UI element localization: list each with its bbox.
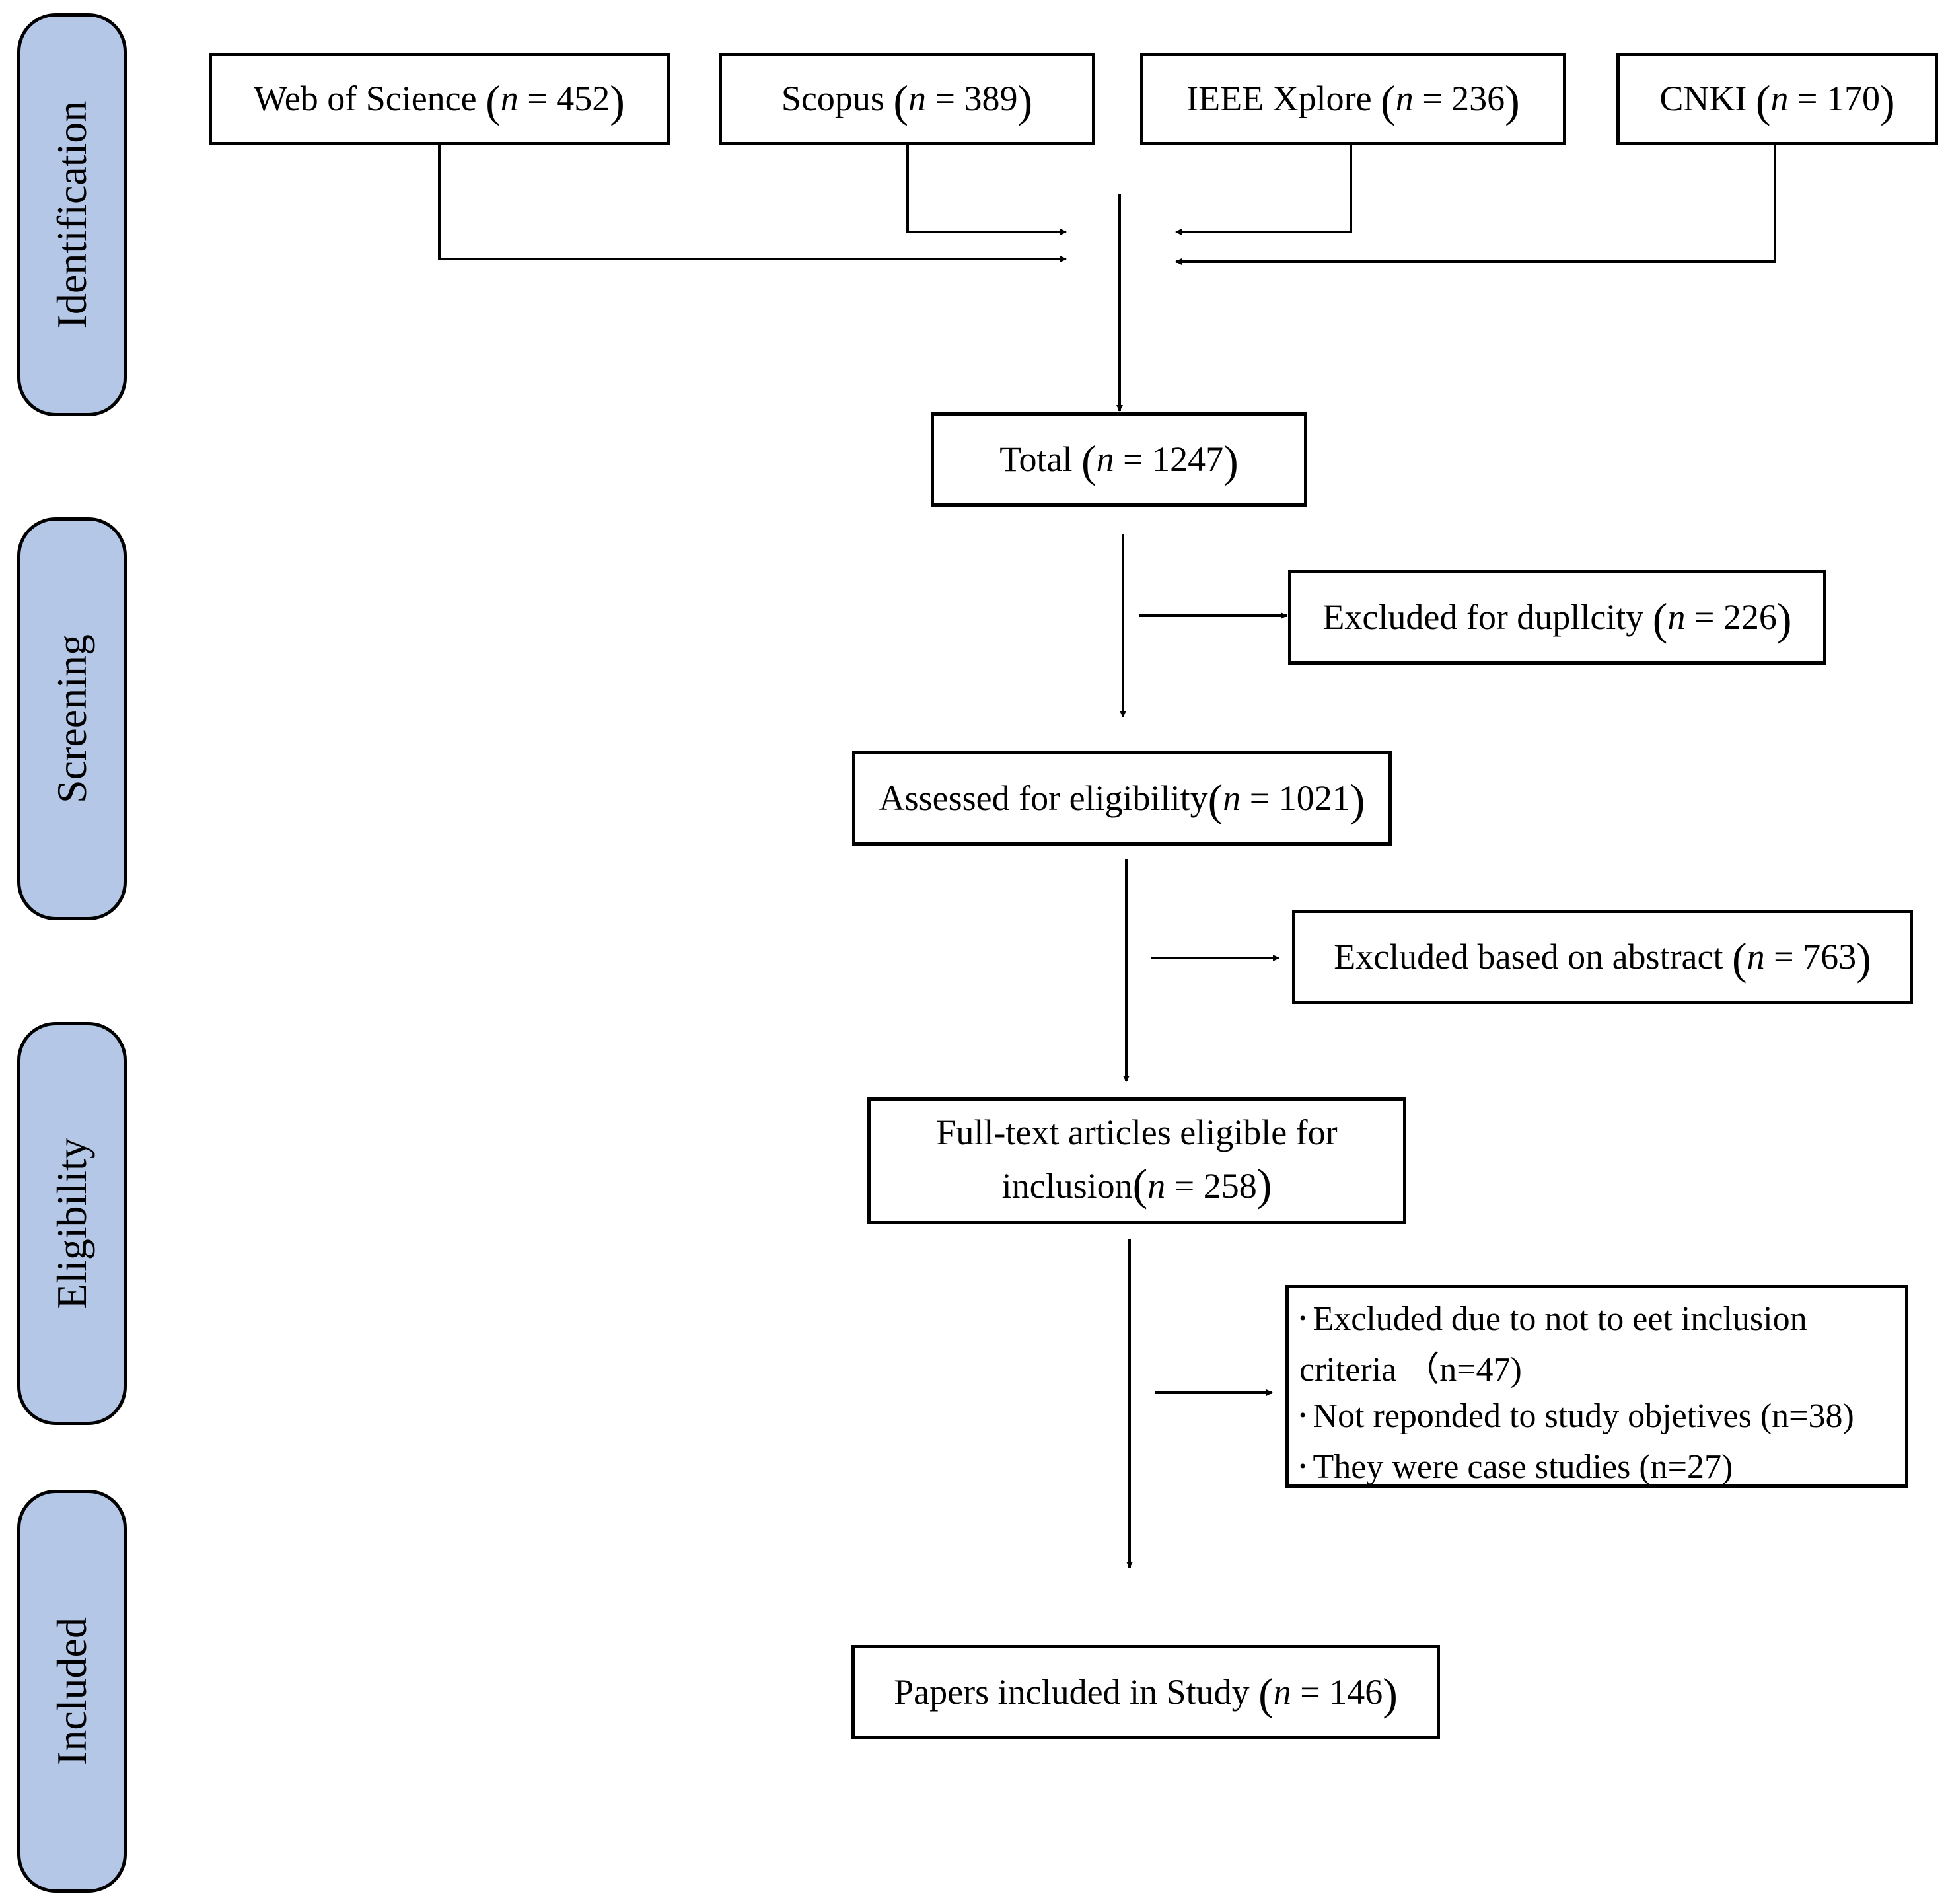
excluded-reason-item: • Not reponded to study objetives (n=38) bbox=[1299, 1393, 1898, 1444]
source-name: CNKI bbox=[1659, 79, 1747, 119]
source-count: 236 bbox=[1451, 79, 1505, 119]
equals-sign: = bbox=[935, 79, 955, 119]
connector-wos bbox=[438, 144, 1067, 262]
fulltext-box: Full-text articles eligible for inclusio… bbox=[867, 1097, 1406, 1224]
source-box-web-of-science: Web of Science (n = 452) bbox=[209, 53, 670, 145]
paren-open: ( bbox=[1207, 775, 1223, 825]
n-variable: n bbox=[1770, 79, 1789, 119]
total-box: Total (n = 1247) bbox=[931, 412, 1307, 507]
source-box-scopus: Scopus (n = 389) bbox=[719, 53, 1095, 145]
included-box: Papers included in Study (n = 146) bbox=[851, 1645, 1440, 1739]
source-count: 389 bbox=[964, 79, 1018, 119]
excluded-reason-item: • They were case studies (n=27) bbox=[1299, 1444, 1898, 1495]
excluded-duplicity-count: 226 bbox=[1723, 597, 1777, 637]
paren-open: ( bbox=[893, 75, 909, 126]
n-variable: n bbox=[908, 79, 927, 119]
paren-open: ( bbox=[1081, 436, 1097, 486]
paren-open: ( bbox=[1258, 1669, 1274, 1719]
paren-close: ) bbox=[610, 75, 625, 126]
paren-close: ) bbox=[1223, 436, 1239, 486]
total-count: 1247 bbox=[1152, 439, 1224, 479]
n-variable: n bbox=[1096, 439, 1114, 479]
stage-included: Included bbox=[17, 1490, 127, 1893]
stage-screening-label: Screening bbox=[48, 634, 95, 803]
connector-scopus bbox=[906, 144, 1067, 235]
paren-open: ( bbox=[1381, 75, 1396, 126]
paren-close: ) bbox=[1256, 1159, 1272, 1210]
fulltext-line-2-wrapper: inclusion(n = 258) bbox=[1002, 1155, 1272, 1211]
excluded-duplicity-label: Excluded for dupllcity bbox=[1322, 597, 1644, 637]
n-variable: n bbox=[1273, 1671, 1291, 1712]
total-label: Total bbox=[999, 439, 1073, 479]
paren-open: ( bbox=[1755, 75, 1771, 126]
equals-sign: = bbox=[1422, 79, 1443, 119]
paren-close: ) bbox=[1383, 1669, 1398, 1719]
paren-open: ( bbox=[486, 75, 501, 126]
equals-sign: = bbox=[527, 79, 548, 119]
stage-identification: Identification bbox=[17, 13, 127, 416]
n-variable: n bbox=[1395, 79, 1414, 119]
n-variable: n bbox=[1147, 1166, 1166, 1206]
equals-sign: = bbox=[1774, 936, 1794, 976]
fulltext-count: 258 bbox=[1203, 1166, 1257, 1206]
equals-sign: = bbox=[1300, 1671, 1320, 1712]
source-name: IEEE Xplore bbox=[1186, 79, 1372, 119]
bullet-icon: • bbox=[1299, 1455, 1307, 1477]
excluded-abstract-count: 763 bbox=[1803, 936, 1857, 976]
equals-sign: = bbox=[1797, 79, 1818, 119]
excluded-reason-text: Excluded due to not to eet inclusion bbox=[1313, 1300, 1807, 1338]
source-box-cnki: CNKI (n = 170) bbox=[1616, 53, 1938, 145]
paren-open: ( bbox=[1652, 594, 1668, 644]
source-name: Scopus bbox=[781, 79, 884, 119]
bullet-icon: • bbox=[1299, 1307, 1307, 1329]
equals-sign: = bbox=[1249, 778, 1270, 818]
excluded-duplicity-box: Excluded for dupllcity (n = 226) bbox=[1288, 570, 1826, 665]
source-count: 452 bbox=[556, 79, 610, 119]
assessed-label: Assessed for eligibility bbox=[879, 778, 1208, 818]
stage-screening: Screening bbox=[17, 517, 127, 920]
equals-sign: = bbox=[1694, 597, 1715, 637]
paren-close: ) bbox=[1505, 75, 1520, 126]
connector-cnki bbox=[1175, 144, 1776, 265]
stage-eligibility: Eligibility bbox=[17, 1022, 127, 1425]
n-variable: n bbox=[1667, 597, 1686, 637]
included-label: Papers included in Study bbox=[894, 1671, 1250, 1712]
fulltext-line-2: inclusion bbox=[1001, 1166, 1133, 1206]
source-name: Web of Science bbox=[254, 79, 477, 119]
n-variable: n bbox=[1223, 778, 1241, 818]
equals-sign: = bbox=[1174, 1166, 1195, 1206]
excluded-abstract-label: Excluded based on abstract bbox=[1334, 936, 1723, 976]
stage-eligibility-label: Eligibility bbox=[48, 1138, 95, 1309]
included-count: 146 bbox=[1329, 1671, 1383, 1712]
bullet-icon: • bbox=[1299, 1405, 1307, 1426]
n-variable: n bbox=[1747, 936, 1765, 976]
assessed-count: 1021 bbox=[1278, 778, 1350, 818]
equals-sign: = bbox=[1123, 439, 1143, 479]
excluded-reason-continuation: criteria （n=47) bbox=[1299, 1351, 1522, 1389]
stage-included-label: Included bbox=[48, 1617, 95, 1765]
paren-close: ) bbox=[1017, 75, 1033, 126]
paren-close: ) bbox=[1350, 775, 1365, 825]
paren-close: ) bbox=[1879, 75, 1895, 126]
excluded-reason-text: They were case studies (n=27) bbox=[1313, 1448, 1733, 1486]
stage-identification-label: Identification bbox=[48, 100, 95, 329]
paren-open: ( bbox=[1132, 1159, 1148, 1210]
source-box-ieee-xplore: IEEE Xplore (n = 236) bbox=[1140, 53, 1566, 145]
excluded-reason-item: • Excluded due to not to eet inclusion bbox=[1299, 1296, 1898, 1347]
connector-ieee bbox=[1175, 144, 1352, 235]
excluded-reasons-box: • Excluded due to not to eet inclusion cr… bbox=[1285, 1285, 1908, 1488]
paren-close: ) bbox=[1856, 934, 1871, 984]
excluded-abstract-box: Excluded based on abstract (n = 763) bbox=[1292, 910, 1913, 1004]
fulltext-line-1: Full-text articles eligible for bbox=[936, 1112, 1338, 1152]
n-variable: n bbox=[500, 79, 519, 119]
paren-close: ) bbox=[1776, 594, 1792, 644]
paren-open: ( bbox=[1732, 934, 1747, 984]
excluded-reason-text: Not reponded to study objetives (n=38) bbox=[1313, 1397, 1854, 1435]
assessed-box: Assessed for eligibility(n = 1021) bbox=[852, 751, 1392, 846]
source-count: 170 bbox=[1826, 79, 1880, 119]
